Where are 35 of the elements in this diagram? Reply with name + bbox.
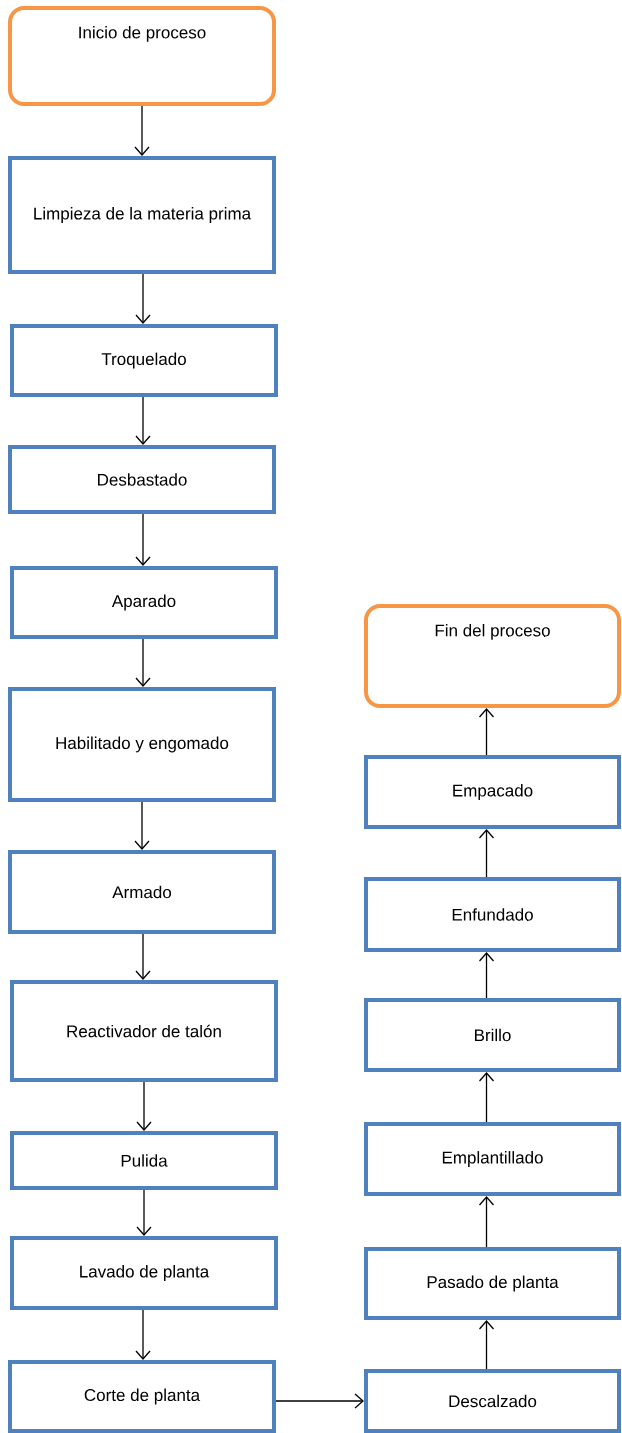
- arrow: [478, 1320, 495, 1370]
- arrow: [135, 933, 151, 980]
- arrow: [134, 105, 150, 156]
- arrow: [136, 1189, 152, 1236]
- process-box: Desbastado: [8, 445, 276, 514]
- process-box: Brillo: [364, 998, 621, 1072]
- process-box: Troquelado: [10, 324, 278, 397]
- arrow: [478, 1196, 495, 1248]
- process-box: Aparado: [10, 566, 278, 639]
- arrow: [275, 1393, 364, 1409]
- process-box: Limpieza de la materia prima: [8, 156, 276, 274]
- arrow: [134, 801, 150, 850]
- terminal-box: Inicio de proceso: [8, 6, 276, 106]
- arrow: [135, 638, 151, 687]
- arrow: [135, 396, 151, 445]
- arrow: [478, 952, 495, 999]
- process-box: Enfundado: [364, 877, 621, 952]
- arrow: [135, 513, 151, 566]
- arrow: [136, 1081, 152, 1131]
- process-box: Pasado de planta: [364, 1247, 621, 1320]
- arrow: [478, 1072, 495, 1123]
- arrow: [478, 708, 495, 756]
- terminal-box: Fin del proceso: [364, 604, 621, 708]
- process-box: Habilitado y engomado: [8, 687, 276, 802]
- process-box: Empacado: [364, 755, 621, 829]
- process-box: Reactivador de talón: [10, 980, 278, 1082]
- arrow: [135, 1309, 151, 1360]
- process-box: Emplantillado: [364, 1122, 621, 1196]
- process-box: Pulida: [10, 1131, 278, 1190]
- arrow: [135, 273, 151, 324]
- process-box: Lavado de planta: [10, 1236, 278, 1310]
- process-box: Descalzado: [364, 1369, 621, 1433]
- process-box: Corte de planta: [8, 1360, 276, 1433]
- arrow: [478, 829, 495, 878]
- process-box: Armado: [8, 850, 276, 934]
